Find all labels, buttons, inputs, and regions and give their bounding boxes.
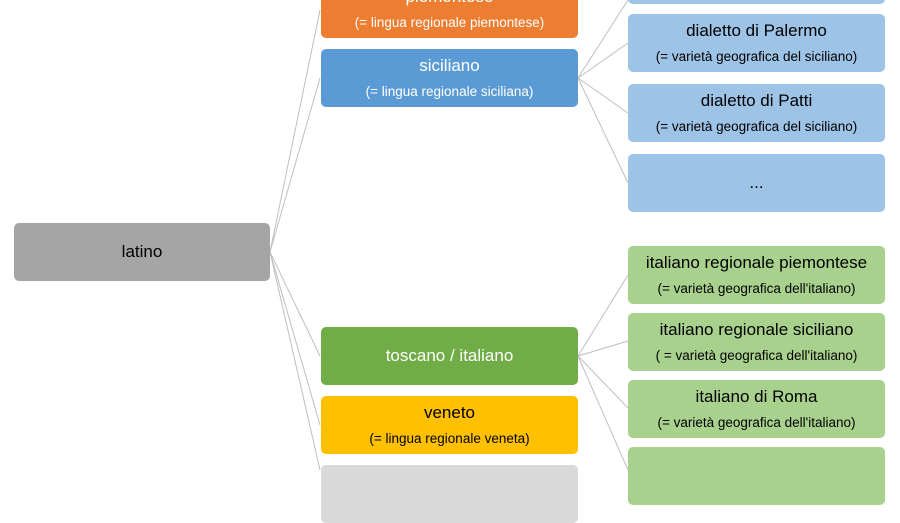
node-latino: latino (14, 223, 270, 281)
node-siciliano: siciliano (= lingua regionale siciliana) (321, 49, 578, 107)
node-siciliano-title: siciliano (419, 56, 480, 75)
connector-lines (269, 0, 629, 470)
node-dialetto-palermo: dialetto di Palermo (= varietà geografic… (628, 14, 885, 72)
node-italiano-reg-piemontese: italiano regionale piemontese (= varietà… (628, 246, 885, 304)
node-piemontese: piemontese (= lingua regionale piemontes… (321, 0, 578, 38)
node-piemontese-title: piemontese (406, 0, 494, 8)
node-latino-label: latino (121, 242, 163, 261)
node-dialetto-patti: dialetto di Patti (= varietà geografica … (628, 84, 885, 142)
node-ellipsis-title: ... (749, 173, 764, 192)
node-partial-top (628, 0, 885, 4)
node-italiano-di-roma-title: italiano di Roma (695, 387, 818, 406)
node-ellipsis: ... (628, 154, 885, 212)
node-toscano-title: toscano / italiano (385, 346, 514, 365)
node-italiano-reg-siciliano-title: italiano regionale siciliano (659, 320, 854, 339)
node-dialetto-palermo-subtitle: (= varietà geografica del siciliano) (655, 49, 858, 64)
node-italiano-reg-siciliano-subtitle: ( = varietà geografica dell'italiano) (655, 348, 858, 363)
node-piemontese-subtitle: (= lingua regionale piemontese) (354, 15, 545, 30)
node-dialetto-patti-subtitle: (= varietà geografica del siciliano) (655, 119, 858, 134)
node-italiano-reg-piemontese-subtitle: (= varietà geografica dell'italiano) (657, 281, 856, 296)
node-veneto-title: veneto (423, 403, 476, 422)
node-italiano-di-roma: italiano di Roma (= varietà geografica d… (628, 380, 885, 438)
node-partial-bottom-green (628, 447, 885, 505)
node-italiano-reg-siciliano: italiano regionale siciliano ( = varietà… (628, 313, 885, 371)
node-veneto-subtitle: (= lingua regionale veneta) (369, 431, 530, 446)
node-partial-bottom (321, 465, 578, 523)
node-veneto: veneto (= lingua regionale veneta) (321, 396, 578, 454)
node-dialetto-patti-title: dialetto di Patti (700, 91, 813, 110)
node-italiano-di-roma-subtitle: (= varietà geografica dell'italiano) (657, 415, 856, 430)
node-siciliano-subtitle: (= lingua regionale siciliana) (365, 84, 534, 99)
node-toscano-italiano: toscano / italiano (321, 327, 578, 385)
node-italiano-reg-piemontese-title: italiano regionale piemontese (645, 253, 868, 272)
node-dialetto-palermo-title: dialetto di Palermo (686, 21, 827, 40)
